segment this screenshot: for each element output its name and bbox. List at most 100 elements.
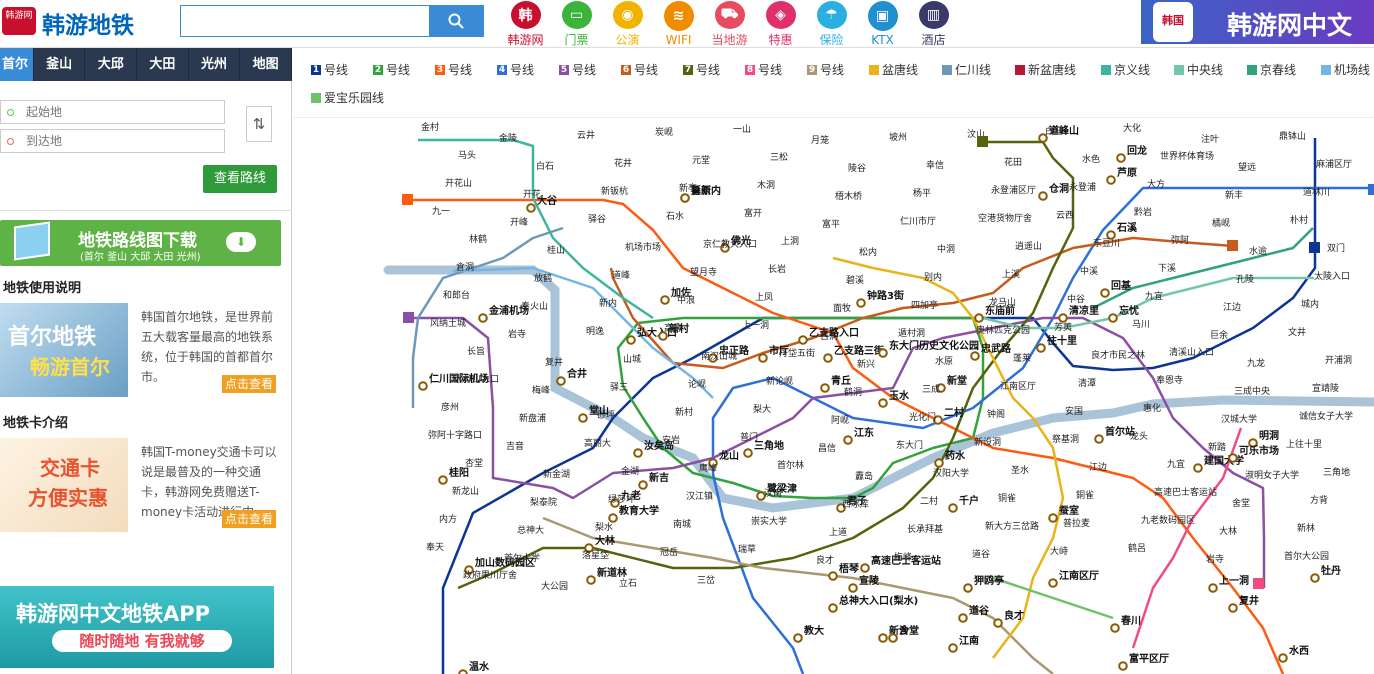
station-label[interactable]: 金湖 [621,465,639,477]
station-label[interactable]: 马川 [1132,319,1150,330]
city-tab-0[interactable]: 首尔 [0,48,34,81]
station-label[interactable]: 岩寺 [1206,553,1224,565]
station-label[interactable]: 风纳土城 [430,317,466,329]
nav-item-hotel[interactable]: ▥酒店 [908,0,959,48]
transfer-station-marker[interactable] [1106,175,1116,185]
transfer-station-marker[interactable] [556,376,566,386]
station-label[interactable]: 桂山 [547,244,565,256]
station-label[interactable]: 黔岩 [1134,206,1152,218]
station-label[interactable]: 富开 [744,207,762,219]
transfer-station[interactable]: 忘忧 [1108,304,1139,323]
station-label[interactable]: 石水 [666,210,684,222]
transfer-station-label[interactable]: 君子 [847,495,867,507]
transfer-station[interactable]: 春川 [1110,614,1141,633]
to-field[interactable] [0,129,225,153]
station-label[interactable]: 城内 [1301,298,1319,310]
station-label[interactable]: 明逸 [586,326,604,337]
transfer-station-marker[interactable] [626,335,636,345]
station-label[interactable]: 新金湖 [543,468,570,480]
station-label[interactable]: 昌信 [818,442,836,454]
transfer-station[interactable]: 新吉 [638,471,669,490]
transfer-station-label[interactable]: 市厅 [769,344,789,357]
transfer-station[interactable]: 教育大学 [608,504,659,523]
tmoney-card-more-button[interactable]: 点击查看 [222,510,276,528]
station-label[interactable]: 汉江镇 [686,490,713,502]
station-label[interactable]: 三松 [770,151,788,163]
transfer-station-marker[interactable] [1118,661,1128,671]
transfer-station[interactable]: 明洞 [1248,429,1279,448]
city-tab-4[interactable]: 光州 [189,48,241,81]
usage-card[interactable]: 首尔地铁 畅游首尔 韩国首尔地铁，是世界前五大载客量最高的地铁系统，位于韩国的首… [0,303,278,397]
station-label[interactable]: 九龙 [1247,357,1265,369]
transfer-station-label[interactable]: 牡丹 [1321,564,1341,577]
transfer-station-label[interactable]: 金浦机场 [488,304,529,317]
station-label[interactable]: 落星垈 [582,549,609,561]
station-label[interactable]: 新内 [599,297,617,309]
nav-item-hanyou[interactable]: 韩韩游网 [500,0,551,48]
transfer-station-marker[interactable] [584,543,594,553]
station-label[interactable]: 纛岛 [855,470,873,482]
station-label[interactable]: 新兴 [857,358,875,370]
station-label[interactable]: 大方 [1147,178,1165,190]
transfer-station-marker[interactable] [1048,513,1058,523]
transfer-station-marker[interactable] [1278,653,1288,663]
transfer-station-marker[interactable] [836,503,846,513]
station-label[interactable]: 三岔 [697,575,715,586]
station-label[interactable]: 文井 [1288,326,1306,338]
transfer-station-marker[interactable] [1038,191,1048,201]
transfer-station-marker[interactable] [660,295,670,305]
station-label[interactable]: 花井 [614,157,632,169]
transfer-station[interactable]: 江东 [843,426,874,445]
station-label[interactable]: 炭岘 [655,127,673,138]
station-label[interactable]: 南汉山城 [701,350,737,362]
transfer-station-marker[interactable] [856,298,866,308]
transfer-station-label[interactable]: 乙支路入口 [809,326,859,339]
station-label[interactable]: 舍堂 [1232,497,1250,509]
station-label[interactable]: 高速巴士客运站 [1154,486,1217,498]
site-logo[interactable]: 韩游网 韩游地铁 [2,4,167,39]
station-label[interactable]: 新论岘 [766,375,793,387]
transfer-station[interactable]: 梧琴 [828,562,859,581]
transfer-station[interactable]: 回龙 [1116,144,1147,163]
station-label[interactable]: 机场市场 [625,241,661,253]
transfer-station-label[interactable]: 良才 [1004,609,1024,622]
transfer-station[interactable]: 玉水 [878,389,910,408]
app-banner[interactable]: 韩游网中文地铁APP 随时随地 有我就够 [0,586,274,668]
station-label[interactable]: 丹垈五街 [779,347,815,359]
station-label[interactable]: 倉洞 [456,261,474,273]
nav-item-tag[interactable]: ◈特惠 [755,0,806,48]
station-label[interactable]: 九宜 [1167,458,1185,470]
transfer-station[interactable]: 东大门历史文化公园 [878,339,979,358]
station-label[interactable]: 安国 [1065,405,1083,417]
station-label[interactable]: 坡州 [889,131,907,143]
transfer-station-label[interactable]: 回龙 [1127,144,1147,157]
station-label[interactable]: 淑明女子大学 [1245,469,1299,481]
station-label[interactable]: 面牧 [833,302,851,314]
station-label[interactable]: 九老数码园区 [1141,514,1195,526]
transfer-station[interactable]: 合井 [556,367,587,386]
station-label[interactable]: 四加亭 [911,299,938,311]
view-route-button[interactable]: 查看路线 [203,165,277,193]
transfer-station-marker[interactable] [438,475,448,485]
transfer-station-marker[interactable] [848,583,858,593]
tmoney-card[interactable]: 交通卡 方便实惠 韩国T-money交通卡可以说是最普及的一种交通卡，韩游网免费… [0,438,278,532]
station-label[interactable]: 光化门 [909,411,936,423]
station-label[interactable]: 清溪山入口 [1169,346,1214,358]
station-label[interactable]: 新村 [675,406,693,418]
transfer-station-marker[interactable] [418,381,428,391]
transfer-station[interactable]: 可乐市场 [1228,444,1279,463]
station-label[interactable]: 开浦洞 [1325,354,1352,366]
station-label[interactable]: 绿莎坪 [608,493,635,505]
station-label[interactable]: 空港货物厅舍 [978,212,1032,224]
station-label[interactable]: 道谷 [972,548,990,560]
transfer-station-marker[interactable] [464,565,474,575]
station-label[interactable]: 大母山入口 [454,373,499,385]
station-label[interactable]: 吉洞 [820,331,838,342]
station-label[interactable]: 上往十里 [1286,438,1322,450]
station-label[interactable]: 金村 [421,121,439,133]
transfer-station[interactable]: 新村 [658,322,689,341]
transfer-station-label[interactable]: 明洞 [1259,429,1279,442]
